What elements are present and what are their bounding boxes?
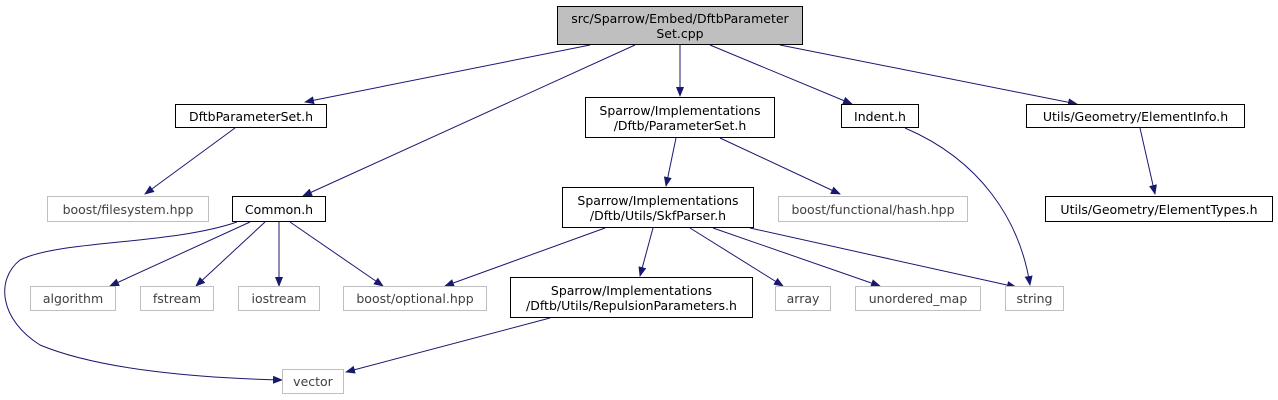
- vector-node: vector: [282, 369, 344, 394]
- string-node: string: [1005, 286, 1064, 311]
- edge-root-to-element-info-h: [779, 44, 1078, 107]
- edge-dftb-parameter-set-h-to-boost-filesystem: [144, 127, 236, 195]
- edge-skf-parser-h-to-unordered-map: [712, 227, 881, 287]
- edge-common-h-to-boost-optional: [289, 221, 384, 287]
- dftb-parameter-set-h-node[interactable]: DftbParameterSet.h: [175, 104, 327, 128]
- edge-root-to-dftb-parameter-set-h: [304, 44, 591, 105]
- edge-skf-parser-h-to-array: [689, 227, 784, 287]
- algorithm-node: algorithm: [30, 286, 116, 311]
- repulsion-parameters-h-node[interactable]: Sparrow/Implementations /Dftb/Utils/Repu…: [510, 277, 753, 318]
- boost-optional-node: boost/optional.hpp: [343, 286, 487, 311]
- edge-skf-parser-h-to-boost-optional: [444, 227, 606, 287]
- array-node: array: [775, 286, 831, 311]
- indent-h-node[interactable]: Indent.h: [841, 104, 919, 128]
- edge-root-to-common-h: [302, 44, 636, 197]
- edge-element-info-h-to-element-types-h: [1139, 127, 1157, 195]
- edge-skf-parser-h-to-string: [749, 227, 1017, 289]
- boost-filesystem-node: boost/filesystem.hpp: [47, 196, 209, 222]
- root-file-node[interactable]: src/Sparrow/Embed/DftbParameter Set.cpp: [557, 6, 803, 45]
- edge-skf-parser-h-to-repulsion-parameters-h: [638, 227, 654, 277]
- edge-common-h-to-vector: [4, 221, 283, 384]
- edge-root-to-indent-h: [709, 44, 853, 105]
- element-types-h-node[interactable]: Utils/Geometry/ElementTypes.h: [1045, 196, 1273, 222]
- unordered-map-node: unordered_map: [855, 286, 981, 311]
- edge-parameterset-h-to-boost-functional-hash: [719, 137, 841, 195]
- edge-repulsion-parameters-h-to-vector: [345, 317, 551, 374]
- edge-common-h-to-algorithm: [109, 221, 251, 287]
- iostream-node: iostream: [238, 286, 320, 311]
- implementations-parameterset-h-node[interactable]: Sparrow/Implementations /Dftb/ParameterS…: [585, 97, 775, 138]
- edge-indent-h-to-string: [904, 127, 1033, 286]
- common-h-node[interactable]: Common.h: [232, 196, 326, 222]
- boost-functional-hash-node: boost/functional/hash.hpp: [778, 196, 968, 222]
- edge-parameterset-h-to-skf-parser-h: [663, 137, 677, 187]
- skf-parser-h-node[interactable]: Sparrow/Implementations /Dftb/Utils/SkfP…: [562, 187, 754, 228]
- element-info-h-node[interactable]: Utils/Geometry/ElementInfo.h: [1026, 104, 1245, 128]
- edge-common-h-to-fstream: [195, 221, 266, 287]
- fstream-node: fstream: [140, 286, 214, 311]
